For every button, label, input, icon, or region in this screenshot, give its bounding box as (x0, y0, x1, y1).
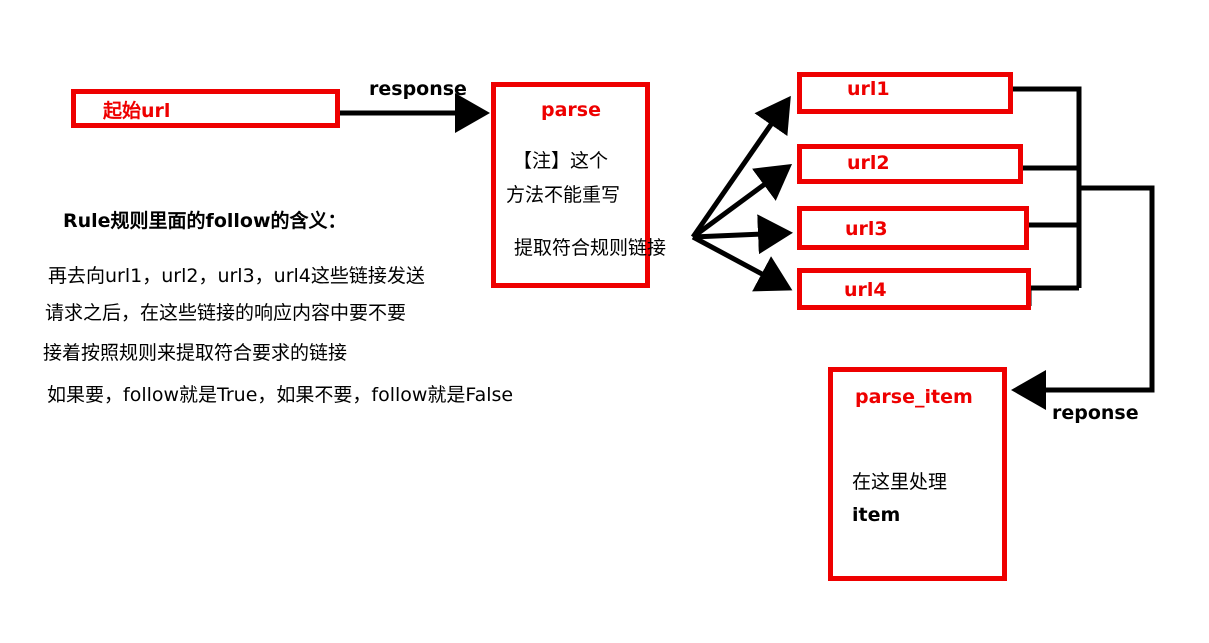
edge-label-response: response (369, 78, 467, 100)
explanation-line3: 接着按照规则来提取符合要求的链接 (43, 342, 348, 364)
parse-item-box (828, 367, 1007, 581)
explanation-line4: 如果要，follow就是True，如果不要，follow就是False (47, 384, 514, 406)
parse-box (491, 82, 650, 288)
url2-label: url2 (847, 152, 890, 174)
parse-note-line2: 方法不能重写 (506, 184, 621, 206)
arrow-bus-to-parse-item (1011, 185, 1155, 410)
url2-box (797, 144, 1023, 184)
parse-item-title: parse_item (855, 386, 973, 408)
parse-note-line3: 提取符合规则链接 (514, 237, 667, 259)
url1-label: url1 (847, 78, 890, 100)
connector-url1-to-bus (1012, 86, 1082, 288)
explanation-line2: 请求之后，在这些链接的响应内容中要不要 (45, 302, 407, 324)
explanation-line1: 再去向url1，url2，url3，url4这些链接发送 (48, 265, 425, 287)
arrow-parse-to-url4 (691, 234, 793, 292)
url3-box (797, 206, 1029, 250)
parse-note-line1: 【注】这个 (513, 150, 609, 172)
url4-label: url4 (844, 279, 887, 301)
start-url-box (71, 89, 340, 128)
parse-title: parse (541, 99, 601, 121)
connector-url4-to-bus (1026, 285, 1079, 306)
url1-box (797, 72, 1013, 114)
arrow-parse-to-url3 (692, 214, 793, 255)
arrow-parse-to-url1 (690, 95, 791, 239)
arrow-parse-to-url2 (691, 164, 793, 240)
parse-item-line2: item (852, 504, 901, 526)
parse-item-line1: 在这里处理 (852, 471, 948, 493)
url3-label: url3 (845, 218, 888, 240)
url4-box (797, 268, 1031, 310)
edge-label-reponse: reponse (1052, 402, 1139, 424)
explanation-heading: Rule规则里面的follow的含义： (63, 210, 347, 232)
start-url-label: 起始url (103, 100, 171, 122)
